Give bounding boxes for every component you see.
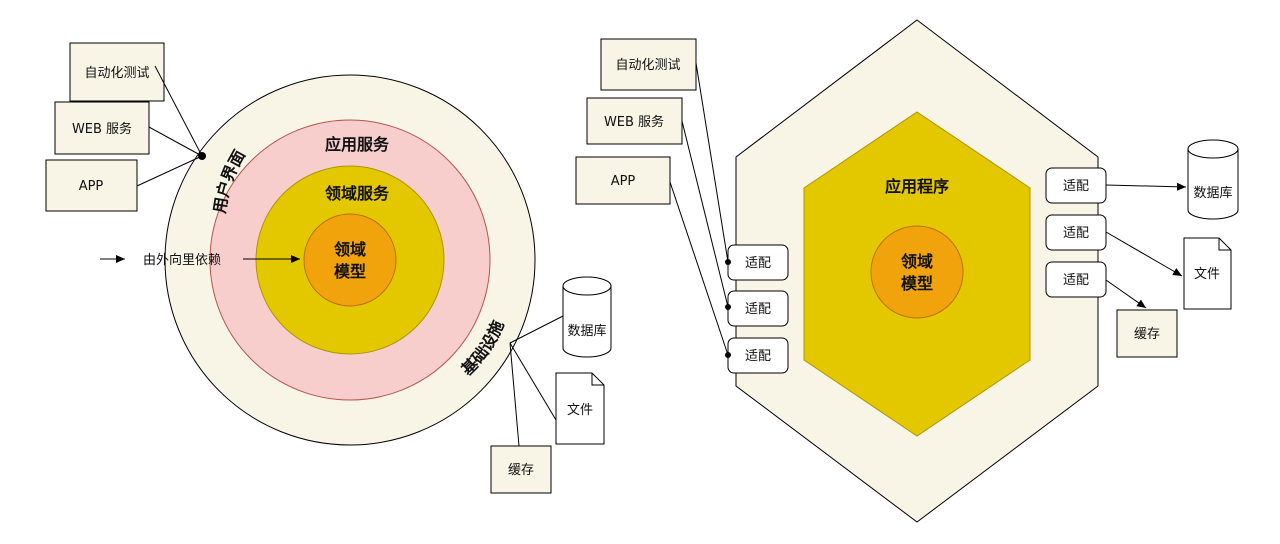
connection-point <box>725 352 731 358</box>
adapter-label: 适配 <box>1063 179 1089 194</box>
client-label: APP <box>611 174 636 189</box>
client-label: APP <box>79 179 104 194</box>
cache-label: 缓存 <box>508 463 534 478</box>
database-cylinder <box>562 276 612 358</box>
connector <box>509 342 557 421</box>
adapter-label: 适配 <box>745 349 771 364</box>
connection-point <box>725 259 731 265</box>
adapter-label: 适配 <box>1063 273 1089 288</box>
adapter-box-right <box>1045 261 1107 298</box>
core-label-line1: 领域 <box>334 240 366 259</box>
domain-model-core <box>303 213 397 307</box>
client-label: 自动化测试 <box>84 66 149 81</box>
cache-box <box>490 445 552 494</box>
connector <box>669 181 729 356</box>
connector <box>695 62 729 263</box>
client-box-autotest <box>600 38 697 91</box>
domain-service-label: 领域服务 <box>325 184 390 203</box>
connector <box>148 126 203 157</box>
cache-label: 缓存 <box>1134 327 1160 342</box>
database-label: 数据库 <box>567 323 606 339</box>
adapter-label: 适配 <box>745 302 771 317</box>
client-label: WEB 服务 <box>72 121 132 137</box>
client-label: WEB 服务 <box>604 114 664 130</box>
cache-box <box>1116 309 1178 358</box>
client-box-autotest <box>69 42 165 102</box>
connector <box>154 65 203 157</box>
client-label: 自动化测试 <box>615 58 680 73</box>
adapter-label: 适配 <box>745 256 771 271</box>
hexagonal-diagram: 应用程序 领域 模型 自动化测试 WEB 服务 APP 适配 适配 适配 适配 … <box>575 19 1239 523</box>
client-box-web <box>54 101 150 155</box>
adapter-label: 适配 <box>1063 226 1089 241</box>
client-box-app <box>575 156 671 205</box>
client-box-app <box>45 159 138 212</box>
connector <box>136 155 203 187</box>
file-label: 文件 <box>567 403 593 418</box>
database-label: 数据库 <box>1193 185 1232 201</box>
application-label: 应用程序 <box>885 177 949 196</box>
core-label-line2: 模型 <box>901 274 933 293</box>
file-icon <box>555 372 605 445</box>
core-label-line1: 领域 <box>901 252 933 271</box>
connection-point <box>725 304 731 310</box>
adapter-arrow <box>1105 231 1183 277</box>
application-service-label: 应用服务 <box>325 135 390 154</box>
onion-diagram: 用户界面 基础设施 应用服务 领域服务 领域 模型 由外向里依赖 自动化测试 W… <box>45 42 612 494</box>
connection-point <box>198 152 206 160</box>
file-label: 文件 <box>1194 267 1220 282</box>
client-box-web <box>586 97 683 145</box>
file-icon <box>1183 237 1232 310</box>
database-cylinder <box>1187 139 1239 220</box>
core-label-line2: 模型 <box>334 262 366 281</box>
legend-text: 由外向里依赖 <box>143 252 221 268</box>
adapter-arrow <box>1105 182 1187 191</box>
adapter-arrow <box>1105 279 1147 309</box>
connector <box>509 342 520 447</box>
connector <box>681 120 729 308</box>
connector <box>509 315 564 344</box>
domain-model-core <box>870 225 964 319</box>
